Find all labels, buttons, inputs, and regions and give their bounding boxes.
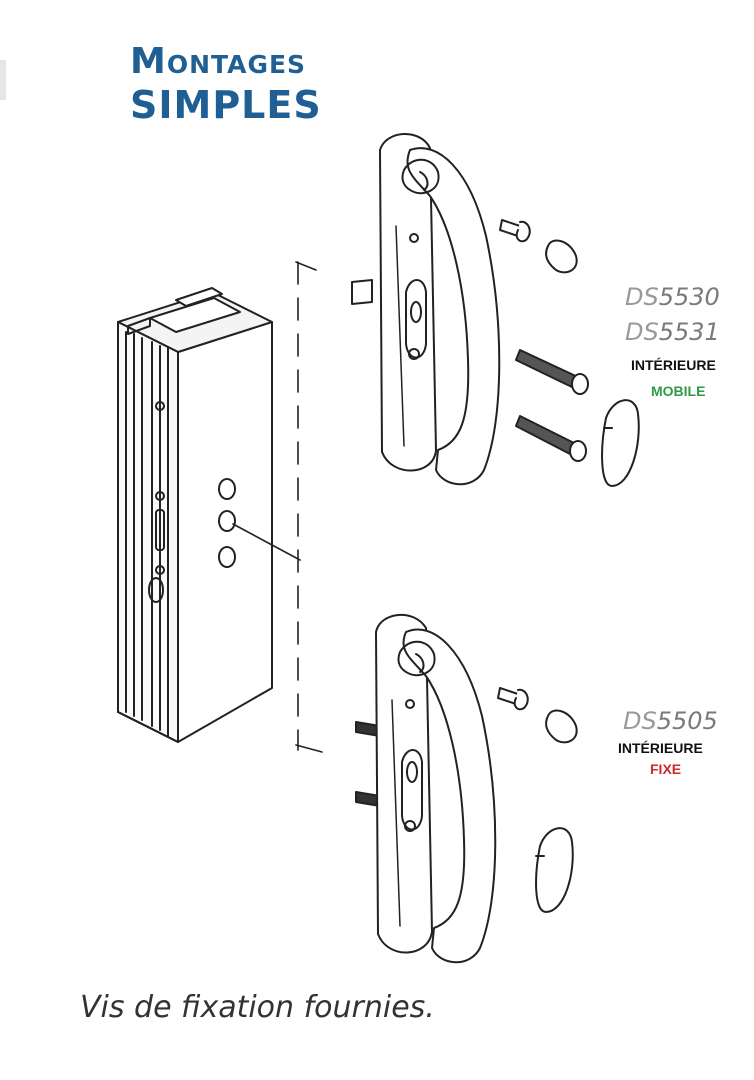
window-profile (117, 287, 301, 743)
ref-prefix: DS (625, 318, 659, 346)
lower-handle-assembly (355, 613, 578, 964)
page-title: Montages SIMPLES (130, 41, 322, 127)
edge-mark (0, 60, 6, 100)
ref-number: 5530 (658, 283, 720, 311)
alignment-line (295, 261, 323, 753)
ref-number: 5531 (658, 318, 720, 346)
upper-handle-assembly (351, 133, 640, 487)
label-bottom-side: INTÉRIEURE (618, 740, 703, 756)
product-ref-2: DS5531 (625, 320, 720, 344)
ref-prefix: DS (623, 707, 657, 735)
label-top-side: INTÉRIEURE (631, 357, 716, 373)
ref-number: 5505 (656, 707, 718, 735)
title-line-2: SIMPLES (130, 83, 322, 127)
caption: Vis de fixation fournies. (80, 990, 435, 1025)
title-line-1: Montages (130, 41, 307, 82)
ref-prefix: DS (625, 283, 659, 311)
label-bottom-type: FIXE (650, 761, 682, 777)
product-ref-1: DS5530 (625, 285, 720, 309)
product-ref-3: DS5505 (623, 709, 718, 733)
label-top-type: MOBILE (651, 383, 706, 399)
